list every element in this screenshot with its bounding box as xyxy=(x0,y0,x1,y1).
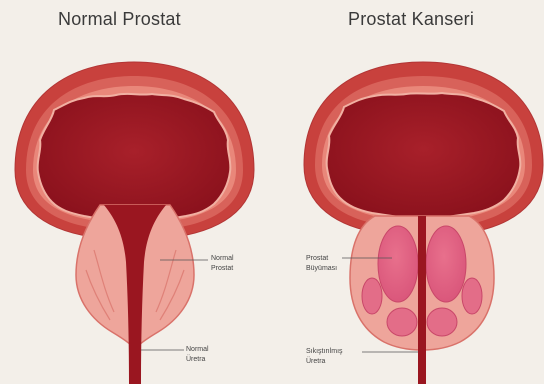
normal-prostate-diagram xyxy=(15,62,254,384)
bladder-cavity-right xyxy=(327,93,521,218)
label-prostate-growth-line2: Büyüması xyxy=(306,264,337,274)
tumor-lobe-right-bottom xyxy=(427,308,457,336)
label-compressed-urethra: Sıkıştırılmış Üretra xyxy=(306,347,343,367)
tumor-lobe-left-bottom xyxy=(387,308,417,336)
tumor-lobe-right-small xyxy=(462,278,482,314)
label-normal-urethra-line1: Normal xyxy=(186,345,209,355)
label-compressed-urethra-line1: Sıkıştırılmış xyxy=(306,347,343,357)
label-normal-urethra-line2: Üretra xyxy=(186,355,209,365)
prostate-cancer-diagram xyxy=(304,62,543,384)
tumor-lobe-right-large xyxy=(426,226,466,302)
label-normal-prostate: Normal Prostat xyxy=(211,254,234,274)
label-normal-urethra: Normal Üretra xyxy=(186,345,209,365)
label-normal-prostate-line2: Prostat xyxy=(211,264,234,274)
tumor-lobe-left-large xyxy=(378,226,418,302)
tumor-lobe-left-small xyxy=(362,278,382,314)
label-prostate-growth: Prostat Büyüması xyxy=(306,254,337,274)
urethra-compressed xyxy=(418,216,426,384)
bladder-cavity-left xyxy=(38,94,231,222)
label-compressed-urethra-line2: Üretra xyxy=(306,357,343,367)
label-prostate-growth-line1: Prostat xyxy=(306,254,337,264)
label-normal-prostate-line1: Normal xyxy=(211,254,234,264)
